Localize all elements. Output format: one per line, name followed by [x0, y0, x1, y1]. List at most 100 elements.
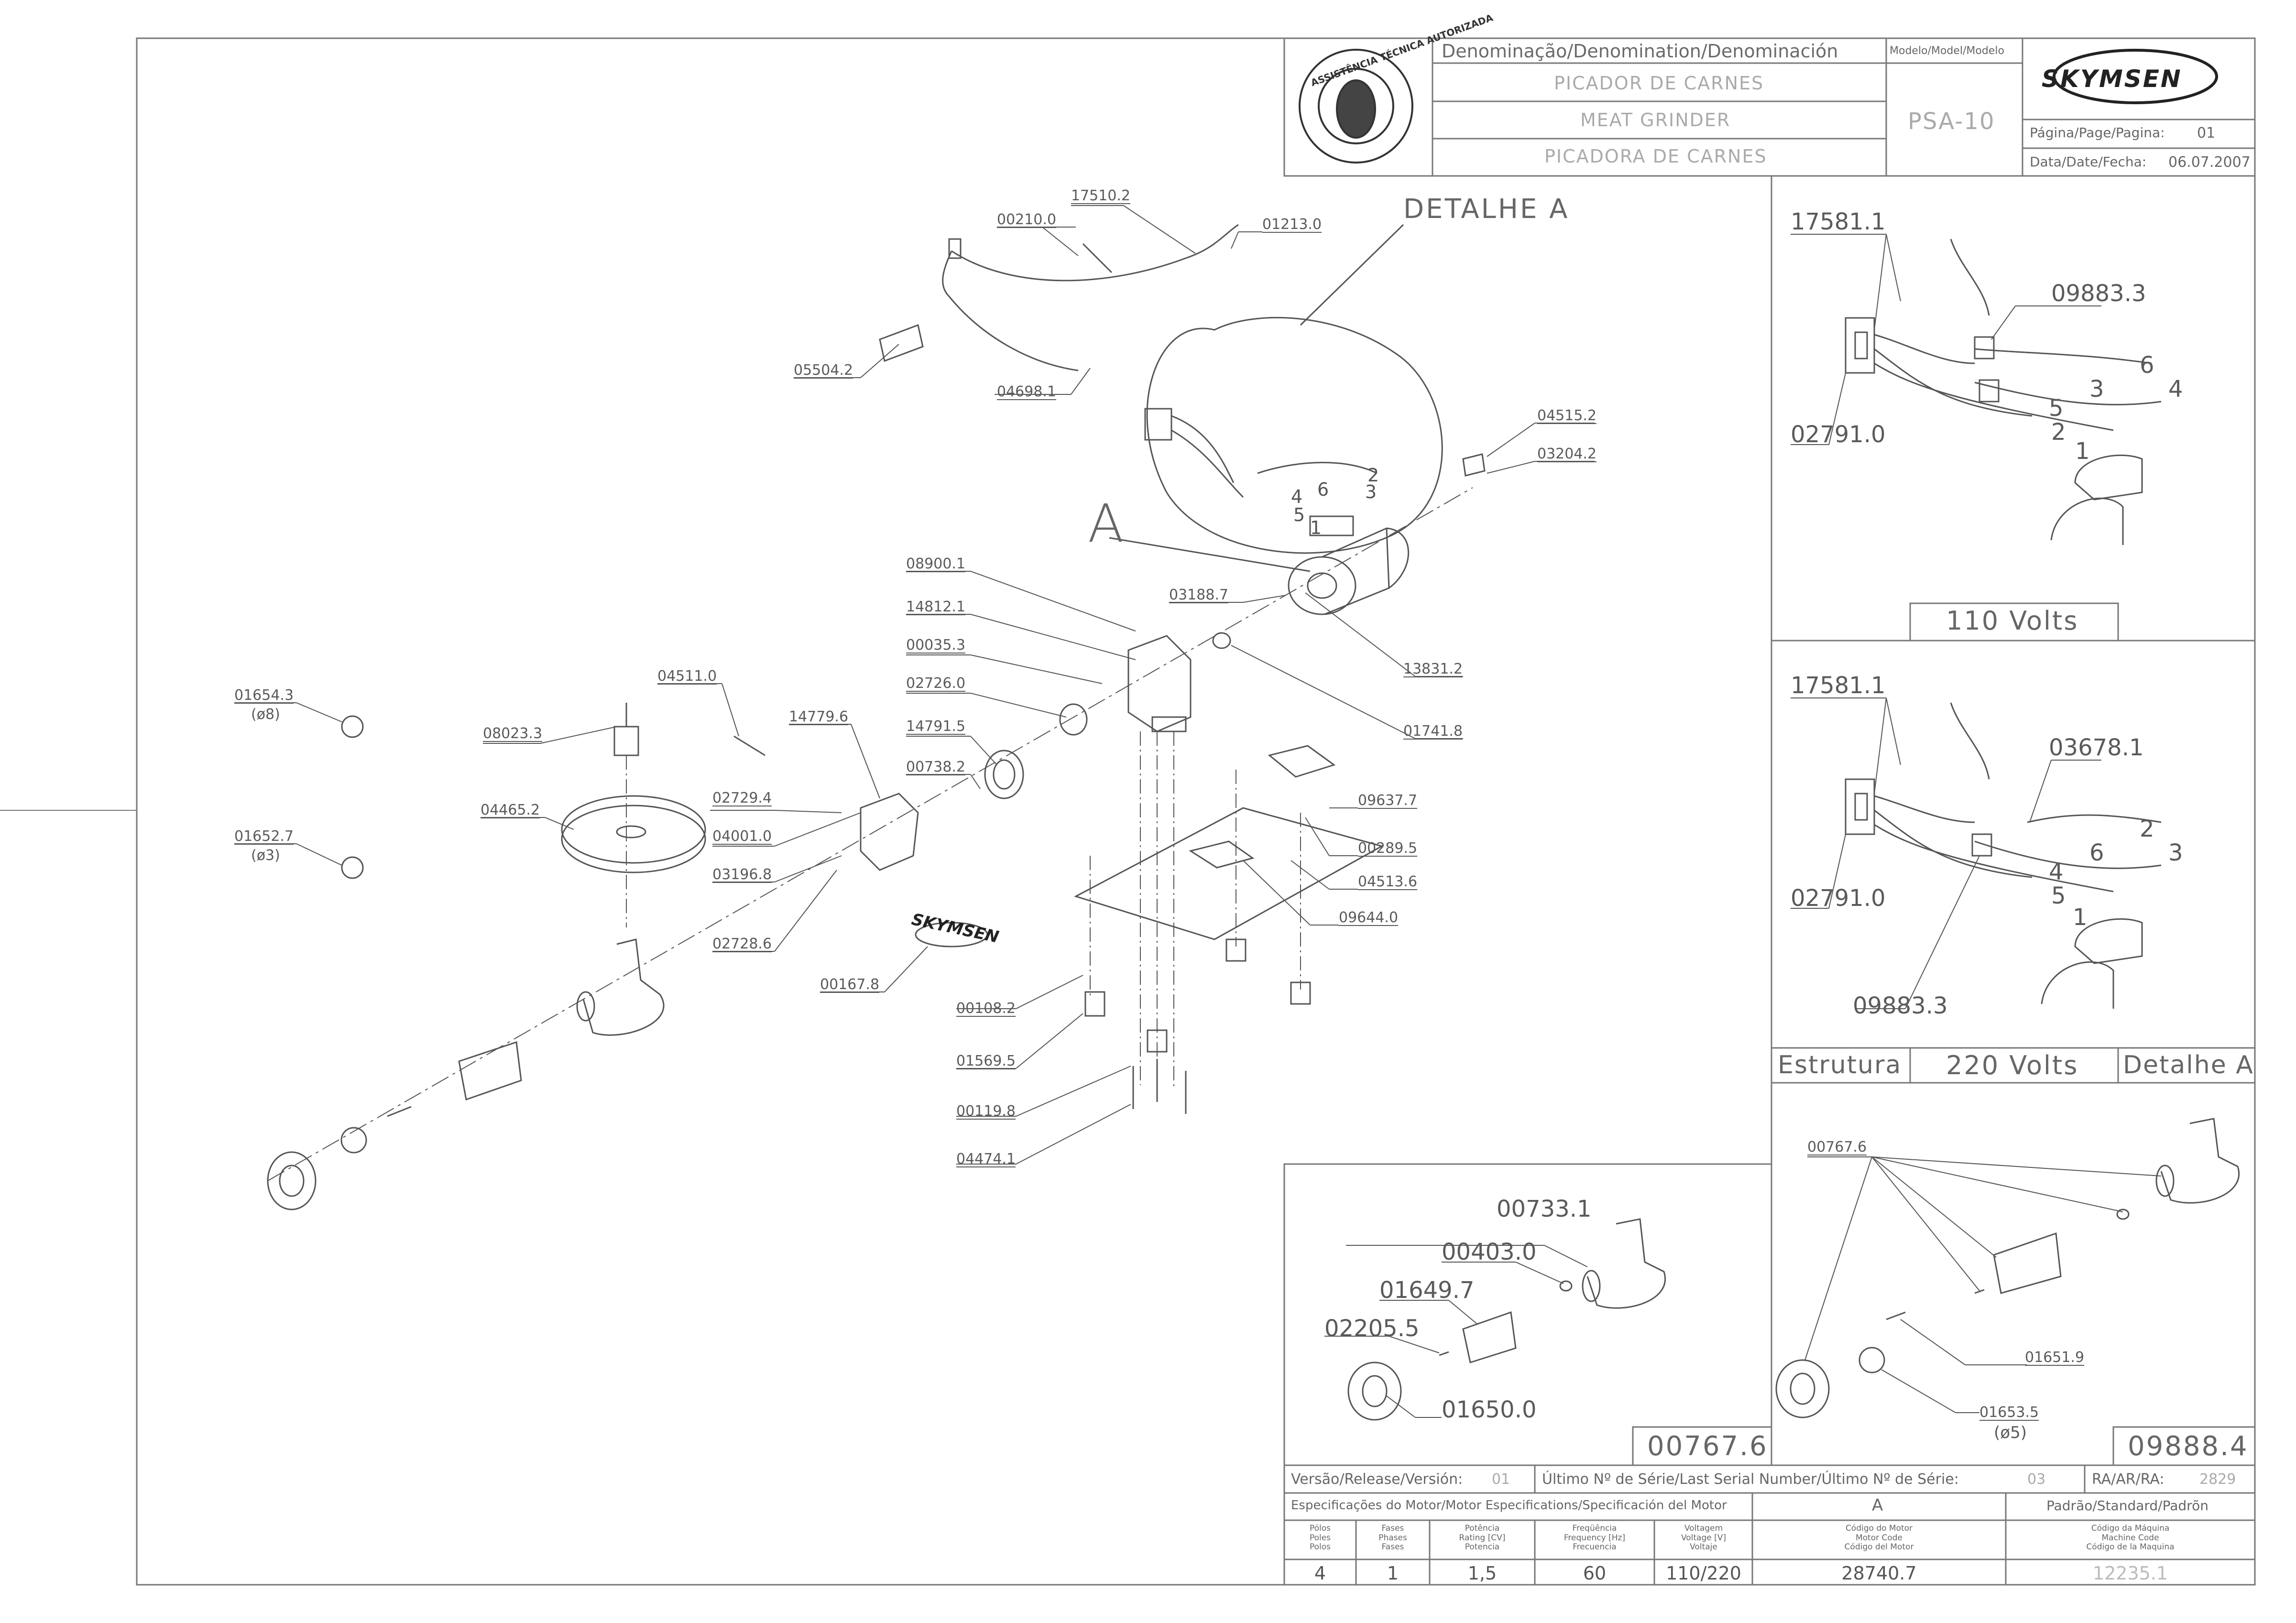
part-label: 04515.2	[1537, 407, 1597, 424]
caption-detalhe-a: Detalhe A	[2123, 1051, 2254, 1079]
wire-number: 4	[2049, 859, 2064, 885]
part-label: 04513.6	[1358, 873, 1418, 890]
part-label: 00167.8	[820, 976, 880, 993]
kit-label: 01649.7	[1379, 1277, 1475, 1304]
motor-col-standard: Padrão/Standard/Padrõn	[2046, 1498, 2209, 1514]
wire-number: 5	[2051, 882, 2066, 909]
spec-heading: Voltagem Voltage [V] Voltaje	[1681, 1524, 1727, 1552]
part-label: 02728.6	[712, 936, 772, 952]
wire-number: 1	[2075, 438, 2090, 465]
page-label: Página/Page/Pagina:	[2030, 125, 2165, 141]
spec-motor-code: 28740.7	[1841, 1563, 1917, 1584]
wire-number: 4	[2168, 376, 2183, 403]
spec-rating: 1,5	[1467, 1563, 1497, 1584]
model-header: Modelo/Model/Modelo	[1890, 45, 2004, 57]
wire-number: 4	[1291, 486, 1303, 507]
part-label: 00108.2	[956, 1000, 1016, 1017]
spec-voltage: 110/220	[1666, 1563, 1741, 1584]
part-label: 04698.1	[997, 383, 1057, 400]
ra-label: RA/AR/RA:	[2092, 1471, 2165, 1488]
part-label: 14791.5	[906, 718, 966, 735]
part-label: 02729.4	[712, 790, 772, 806]
detail220-label: 02791.0	[1791, 885, 1886, 912]
kit-label: 01651.9	[2025, 1349, 2085, 1366]
spec-heading: Pólos Poles Polos	[1309, 1524, 1331, 1552]
part-label: 01569.5	[956, 1053, 1016, 1069]
kit-screen-size: (ø5)	[1994, 1423, 2027, 1442]
detail110-label: 09883.3	[2051, 280, 2146, 307]
part-label: 01213.0	[1262, 216, 1322, 233]
serial-value: 03	[2027, 1471, 2046, 1488]
part-label: 08900.1	[906, 556, 966, 572]
detail110-label: 02791.0	[1791, 421, 1886, 448]
model-value: PSA-10	[1908, 108, 1995, 135]
caption-110-volts: 110 Volts	[1946, 606, 2079, 636]
kit-label: 00733.1	[1497, 1196, 1592, 1222]
part-label: 09644.0	[1339, 909, 1399, 926]
date-label: Data/Date/Fecha:	[2030, 154, 2147, 170]
wire-number: 1	[1310, 517, 1322, 538]
part-label: 02726.0	[906, 675, 966, 692]
wire-number: 2	[2140, 816, 2154, 842]
product-name-pt: PICADOR DE CARNES	[1554, 73, 1764, 94]
wire-number: 5	[2049, 395, 2064, 422]
wire-number: 6	[2140, 352, 2154, 379]
part-label: 04511.0	[657, 668, 717, 685]
part-label: 00738.2	[906, 759, 966, 775]
wire-number: 6	[1317, 479, 1329, 500]
spec-heading: Código do Motor Motor Code Código del Mo…	[1844, 1524, 1914, 1552]
motor-col-a: A	[1872, 1496, 1883, 1515]
wire-number: 5	[1293, 504, 1305, 525]
wire-number: 3	[1365, 481, 1377, 502]
part-label: 17510.2	[1071, 187, 1131, 204]
screen-size: (ø8)	[251, 706, 280, 723]
version-label: Versão/Release/Versión:	[1291, 1471, 1463, 1488]
product-name-es: PICADORA DE CARNES	[1544, 146, 1767, 167]
screen-label: 01652.7	[234, 828, 294, 845]
serial-label: Último Nº de Série/Last Serial Number/Úl…	[1542, 1471, 1959, 1488]
wire-number: 3	[2168, 839, 2183, 866]
kit-code-09888: 09888.4	[2128, 1431, 2249, 1462]
part-label: 01741.8	[1403, 723, 1463, 740]
denomination-header: Denominação/Denomination/Denominación	[1442, 41, 1838, 62]
page-number: 01	[2197, 125, 2216, 142]
part-label: 03188.7	[1169, 587, 1229, 603]
kit-screen-label: 01653.5	[1979, 1404, 2039, 1421]
wire-number: 3	[2089, 376, 2104, 403]
part-label: 03196.8	[712, 866, 772, 883]
ra-value: 2829	[2199, 1471, 2236, 1488]
spec-poles: 4	[1314, 1563, 1326, 1584]
motor-spec-header: Especificações do Motor/Motor Especifica…	[1291, 1498, 1727, 1513]
part-label: 00289.5	[1358, 840, 1418, 857]
screen-size: (ø3)	[251, 847, 280, 864]
detail220-label: 09883.3	[1853, 992, 1948, 1019]
date-value: 06.07.2007	[2168, 154, 2251, 171]
screen-label: 01654.3	[234, 687, 294, 704]
version-value: 01	[1492, 1471, 1510, 1488]
part-label: 05504.2	[794, 362, 853, 379]
kit-label: 02205.5	[1324, 1315, 1420, 1342]
spec-heading: Fases Phases Fases	[1378, 1524, 1407, 1552]
detail110-label: 17581.1	[1791, 208, 1886, 235]
wire-number: 1	[2073, 904, 2088, 931]
detail220-label: 03678.1	[2049, 734, 2144, 761]
part-label: 00210.0	[997, 211, 1057, 228]
part-label: 00119.8	[956, 1103, 1016, 1120]
detail220-label: 17581.1	[1791, 672, 1886, 699]
spec-machine-code: 12235.1	[2092, 1563, 2168, 1584]
kit-label: 00403.0	[1442, 1239, 1537, 1265]
wire-number: 2	[1367, 465, 1379, 486]
part-label: 04465.2	[481, 802, 540, 818]
brand-logo-text: SKYMSEN	[2042, 65, 2182, 93]
detail-a-title: DETALHE A	[1403, 194, 1570, 225]
kit-code-00767: 00767.6	[1647, 1431, 1768, 1462]
part-label: 14812.1	[906, 599, 966, 615]
kit-label: 00767.6	[1807, 1139, 1867, 1155]
product-name-en: MEAT GRINDER	[1580, 109, 1731, 131]
wire-number: 6	[2089, 839, 2104, 866]
part-label: 13831.2	[1403, 661, 1463, 677]
part-label: 04474.1	[956, 1151, 1016, 1167]
caption-220-volts: 220 Volts	[1946, 1050, 2079, 1080]
